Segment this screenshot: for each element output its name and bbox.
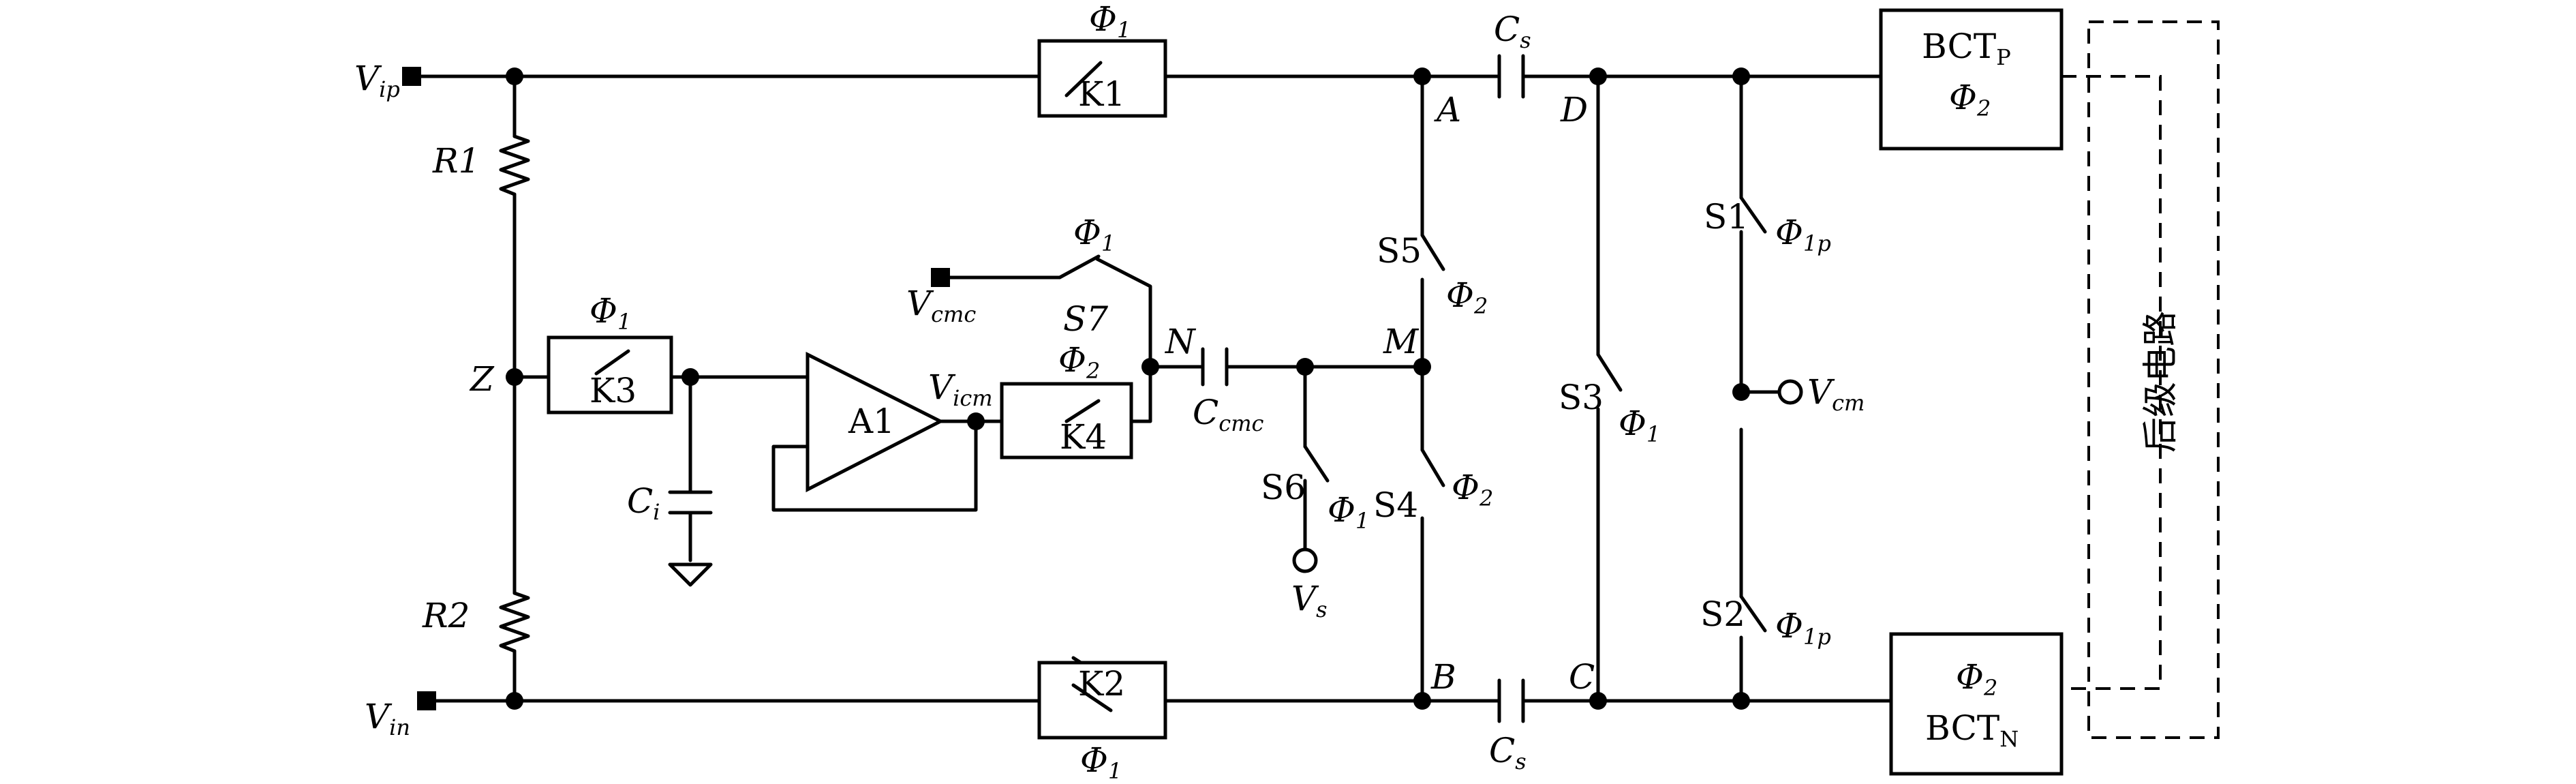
bct-p-box: [1879, 8, 2064, 151]
capacitor-cs-bottom: [1497, 678, 1525, 723]
label-vcm: Vcm: [1807, 372, 1865, 416]
label-phi-k3: Φ1: [589, 291, 631, 335]
capacitor-ccmc: [1201, 347, 1229, 387]
label-phi-s4: Φ2: [1452, 468, 1493, 511]
terminal-vip: [402, 67, 421, 86]
label-amp: A1: [848, 402, 895, 441]
label-k3: K3: [589, 371, 637, 410]
label-phi-s7: Φ1: [1073, 213, 1115, 256]
label-cs-bottom: Cs: [1489, 731, 1527, 774]
bct-n-box: [1889, 632, 2064, 776]
label-node-z: Z: [469, 359, 495, 399]
terminal-vin: [417, 691, 436, 710]
terminal-vs: [1292, 547, 1318, 573]
backend-circuit: [2061, 20, 2220, 739]
terminal-vcm: [1777, 379, 1803, 405]
label-node-b: B: [1430, 657, 1456, 697]
label-cs-top: Cs: [1494, 10, 1531, 53]
label-phi-s5: Φ2: [1446, 275, 1488, 319]
switch-k2-box: [1037, 661, 1167, 740]
terminal-vcmc: [931, 268, 950, 287]
label-backend: 后级电路: [2141, 311, 2181, 453]
label-phi-s6: Φ1: [1328, 490, 1369, 534]
capacitor-ci: [668, 490, 713, 515]
label-ci: Ci: [627, 481, 660, 525]
label-s3: S3: [1559, 378, 1604, 417]
label-vicm: Vicm: [928, 367, 993, 411]
label-s4: S4: [1373, 485, 1418, 525]
label-node-c: C: [1569, 657, 1595, 697]
label-phi-s1: Φ1p: [1775, 213, 1831, 256]
label-vs: Vs: [1291, 579, 1328, 622]
label-bct-n: BCTN: [1925, 708, 2019, 752]
label-s7: S7: [1063, 299, 1108, 339]
label-node-m: M: [1383, 322, 1420, 361]
label-vin: Vin: [365, 697, 410, 740]
label-ccmc: Ccmc: [1193, 393, 1264, 436]
switch-k3-box: [547, 335, 673, 414]
amplifier-a1: [806, 351, 945, 493]
label-phi-k2: Φ1: [1080, 740, 1122, 784]
wires: [407, 74, 1893, 703]
label-k4: K4: [1060, 417, 1107, 457]
label-vip: Vip: [354, 59, 400, 102]
junction-dots: [506, 67, 1750, 710]
label-node-d: D: [1560, 90, 1588, 130]
label-phi-k4: Φ2: [1058, 340, 1100, 384]
capacitor-cs-top: [1497, 54, 1525, 99]
label-s5: S5: [1377, 231, 1422, 271]
label-bct-p-phase: Φ2: [1949, 78, 1991, 121]
switch-blades: [594, 61, 1767, 684]
label-s6: S6: [1261, 468, 1306, 507]
switch-k1-box: [1037, 39, 1167, 118]
label-bct-n-phase: Φ2: [1956, 657, 1997, 701]
resistor-r1: [499, 134, 530, 196]
label-phi-k1: Φ1: [1089, 0, 1131, 43]
label-bct-p: BCTP: [1922, 27, 2011, 70]
label-s2: S2: [1700, 594, 1745, 634]
label-r1: R1: [432, 141, 480, 181]
label-phi-s2: Φ1p: [1775, 606, 1831, 650]
resistor-r2: [499, 591, 530, 653]
label-node-n: N: [1165, 322, 1197, 361]
label-vcmc: Vcmc: [906, 284, 976, 327]
label-phi-s3: Φ1: [1619, 404, 1660, 447]
label-k1: K1: [1078, 74, 1125, 114]
label-r2: R2: [422, 596, 470, 635]
label-node-a: A: [1434, 90, 1461, 130]
label-s1: S1: [1704, 197, 1749, 237]
label-k2: K2: [1078, 664, 1125, 704]
